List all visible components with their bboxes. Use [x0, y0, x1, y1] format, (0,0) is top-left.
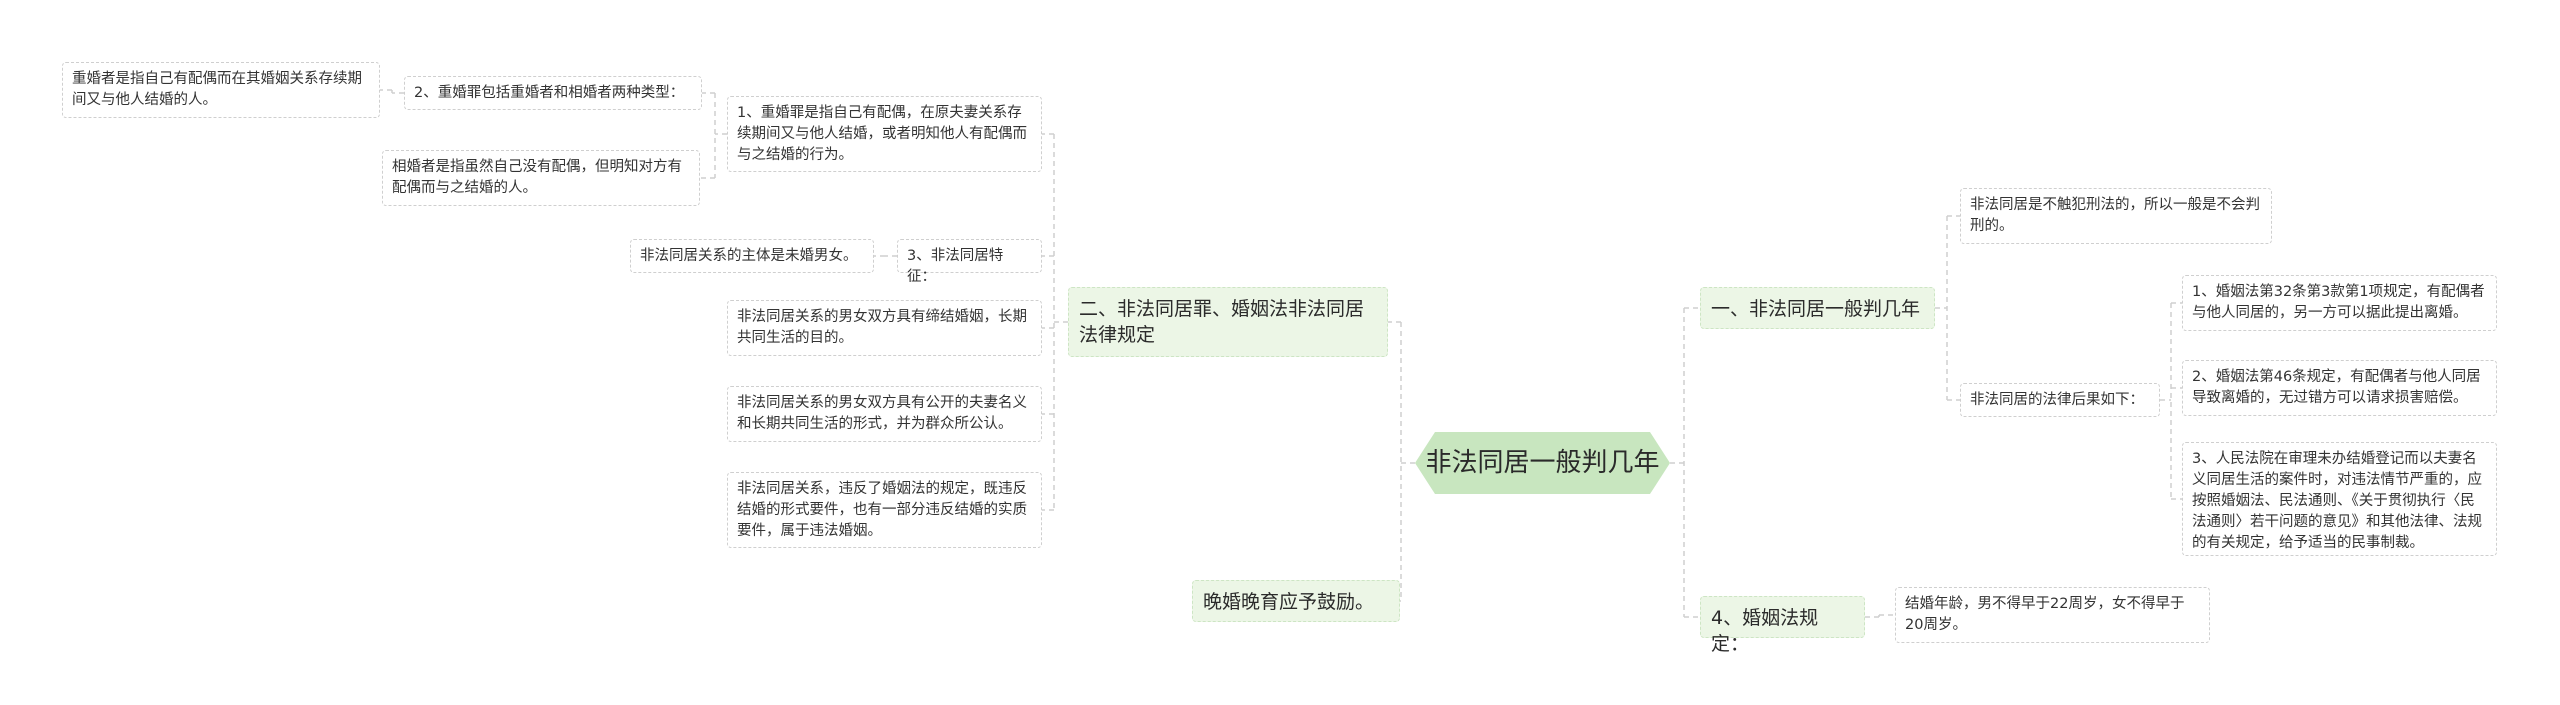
topic-marriage-age[interactable]: 结婚年龄，男不得早于22周岁，女不得早于20周岁。 [1895, 587, 2210, 643]
branch-late-marriage[interactable]: 晚婚晚育应予鼓励。 [1192, 580, 1400, 622]
topic-partner-definition[interactable]: 相婚者是指虽然自己没有配偶，但明知对方有配偶而与之结婚的人。 [382, 150, 700, 206]
connector-conseq [2160, 302, 2182, 500]
connector-bigdef [700, 92, 727, 179]
root-topic[interactable]: 非法同居一般判几年 [1415, 432, 1670, 494]
connector-law [1042, 133, 1068, 511]
topic-consequence-compensation[interactable]: 2、婚姻法第46条规定，有配偶者与他人同居导致离婚的，无过错方可以请求损害赔偿。 [2182, 360, 2497, 416]
connector-mlaw [1865, 614, 1895, 618]
topic-cohabitation-features[interactable]: 3、非法同居特征： [897, 239, 1042, 285]
topic-feature-purpose[interactable]: 非法同居关系的男女双方具有缔结婚姻，长期共同生活的目的。 [727, 300, 1042, 356]
topic-bigamist-definition[interactable]: 重婚者是指自己有配偶而在其婚姻关系存续期间又与他人结婚的人。 [62, 62, 380, 118]
connector-sentence [1935, 215, 1960, 401]
topic-legal-consequences[interactable]: 非法同居的法律后果如下： [1960, 383, 2160, 417]
topic-feature-subject[interactable]: 非法同居关系的主体是未婚男女。 [630, 239, 874, 273]
branch-illegal-cohabitation-law[interactable]: 二、非法同居罪、婚姻法非法同居法律规定 [1068, 287, 1388, 357]
topic-bigamy-types[interactable]: 2、重婚罪包括重婚者和相婚者两种类型： [404, 76, 702, 110]
branch-marriage-law[interactable]: 4、婚姻法规定： [1700, 596, 1865, 655]
topic-not-criminal[interactable]: 非法同居是不触犯刑法的，所以一般是不会判刑的。 [1960, 188, 2272, 244]
topic-consequence-divorce[interactable]: 1、婚姻法第32条第3款第1项规定，有配偶者与他人同居的，另一方可以据此提出离婚… [2182, 275, 2497, 331]
connector-types [380, 89, 404, 94]
topic-feature-form[interactable]: 非法同居关系的男女双方具有公开的夫妻名义和长期共同生活的形式，并为群众所公认。 [727, 386, 1042, 442]
connector-root [1388, 321, 1415, 602]
topic-feature-violation[interactable]: 非法同居关系，违反了婚姻法的规定，既违反结婚的形式要件，也有一部分违反结婚的实质… [727, 472, 1042, 548]
connector-root [1670, 307, 1700, 618]
branch-sentence-question[interactable]: 一、非法同居一般判几年 [1700, 287, 1935, 329]
topic-consequence-sanction[interactable]: 3、人民法院在审理未办结婚登记而以夫妻名义同居生活的案件时，对违法情节严重的，应… [2182, 442, 2497, 556]
topic-bigamy-definition[interactable]: 1、重婚罪是指自己有配偶，在原夫妻关系存续期间又与他人结婚，或者明知他人有配偶而… [727, 96, 1042, 172]
